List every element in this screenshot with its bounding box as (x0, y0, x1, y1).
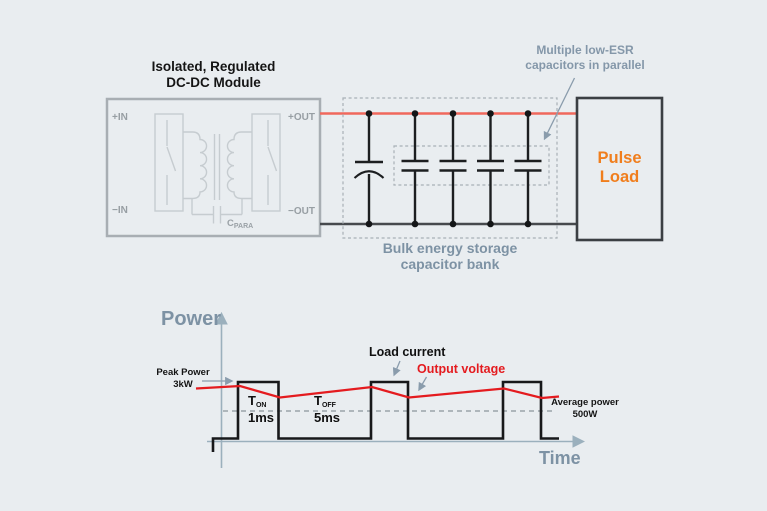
bank-caption: Bulk energy storage capacitor bank (343, 240, 557, 272)
parallel-capacitor-symbol (401, 113, 429, 224)
average-power-label: Average power 500W (546, 397, 624, 420)
average-power-line2: 500W (572, 408, 598, 420)
y-axis-label: Power (161, 308, 222, 330)
switch-symbol-right-icon (267, 120, 278, 205)
transformer-secondary-winding (226, 131, 252, 215)
junction-dots (365, 110, 532, 228)
bank-caption-line1: Bulk energy storage (382, 240, 518, 256)
switch-symbol-left-icon (166, 120, 177, 205)
module-internals (154, 113, 281, 224)
bank-caption-line2: capacitor bank (400, 256, 500, 272)
bank-outer-dashed-box (342, 97, 558, 239)
output-voltage-curve (195, 384, 560, 400)
peak-power-label: Peak Power 3kW (152, 367, 214, 390)
average-power-line1: Average power (551, 397, 619, 408)
t-off-label: TOFF 5ms (314, 394, 340, 425)
annotation-arrow (543, 77, 576, 141)
annotation-line1: Multiple low-ESR (536, 43, 634, 57)
peak-power-line1: Peak Power (156, 367, 210, 378)
t-on-subscript: ON (255, 402, 267, 409)
pin-label-in-pos: +IN (112, 112, 128, 123)
cpara-main: C (227, 218, 234, 229)
t-on-value: 1ms (248, 410, 275, 425)
parallel-capacitor-symbol (477, 113, 504, 224)
bulk-capacitor-symbol (355, 113, 383, 224)
t-off-subscript: OFF (321, 402, 336, 409)
cpara-capacitor-symbol (192, 206, 242, 224)
t-off-value: 5ms (314, 410, 341, 425)
t-on-symbol: T (248, 393, 256, 408)
load-current-label: Load current (369, 345, 446, 359)
module-title-line1: Isolated, Regulated (151, 59, 276, 74)
output-voltage-arrow (418, 376, 428, 392)
t-on-label: TON 1ms (248, 394, 274, 425)
pulse-load-line2: Load (599, 167, 640, 186)
load-current-arrow (392, 360, 401, 377)
bulk-capacitor-curved-plate (353, 170, 385, 179)
annotation-line2: capacitors in parallel (525, 58, 645, 72)
load-current-waveform (211, 380, 559, 452)
x-axis-label: Time (539, 448, 581, 468)
pin-label-in-neg: −IN (112, 205, 128, 216)
pin-label-out-neg: −OUT (288, 206, 315, 217)
low-esr-annotation: Multiple low-ESR capacitors in parallel (500, 43, 670, 73)
switch-block-left (154, 113, 184, 212)
parallel-capacitor-symbol (514, 113, 542, 224)
transformer-primary-winding (183, 131, 208, 215)
pulse-load-box (575, 96, 664, 242)
capacitor-bank-symbols (353, 113, 542, 224)
dcdc-module-box (105, 97, 322, 238)
bank-inner-dashed-box (393, 145, 550, 186)
pulse-load-line1: Pulse (597, 149, 642, 167)
t-off-symbol: T (314, 393, 322, 408)
peak-power-line2: 3kW (173, 378, 193, 390)
cpara-label: CPARA (227, 218, 254, 230)
pin-label-out-pos: +OUT (288, 112, 315, 123)
pulse-load-label: Pulse Load (577, 149, 662, 186)
switch-block-right (251, 113, 281, 212)
module-title-line2: DC-DC Module (166, 74, 261, 90)
output-voltage-label: Output voltage (417, 362, 506, 376)
module-title: Isolated, Regulated DC-DC Module (107, 59, 320, 90)
transformer-core (213, 134, 221, 200)
cpara-sub: PARA (233, 223, 254, 230)
parallel-capacitor-symbol (439, 113, 467, 224)
